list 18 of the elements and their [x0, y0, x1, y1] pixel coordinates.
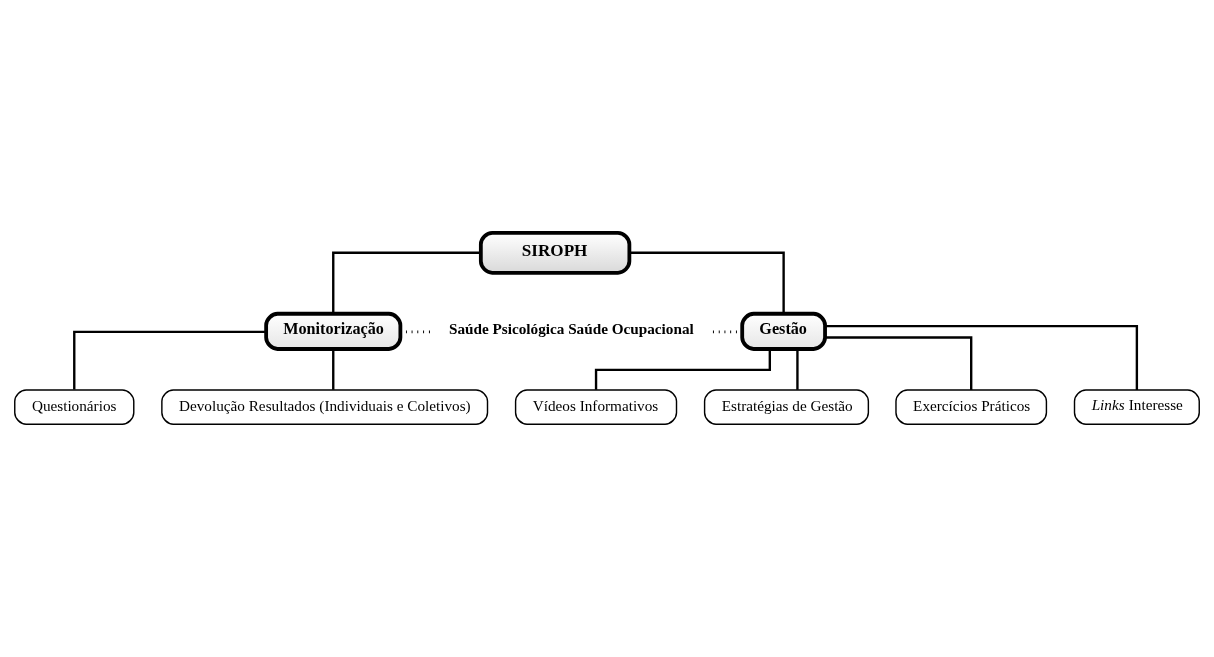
connector [594, 349, 771, 390]
node-box: Vídeos Informativos [514, 389, 678, 425]
node-box: Estratégias de Gestão [703, 389, 870, 425]
connector [825, 336, 973, 390]
node-box: Questionários [14, 389, 135, 425]
connector [825, 324, 1139, 390]
connector [332, 349, 335, 390]
node-box: Exercícios Práticos [895, 389, 1048, 425]
node-box: Links Interesse [1073, 389, 1200, 425]
node-box: Monitorização [264, 311, 403, 351]
node-box: Devolução Resultados (Individuais e Coletivos) [161, 389, 489, 425]
node-box: Gestão [740, 311, 827, 351]
node-box: SIROPH [478, 230, 632, 275]
connector [73, 330, 266, 390]
connector [332, 251, 481, 314]
connector [629, 251, 785, 314]
connector [796, 349, 799, 390]
node-text: Saúde Psicológica Saúde Ocupacional [448, 320, 694, 338]
